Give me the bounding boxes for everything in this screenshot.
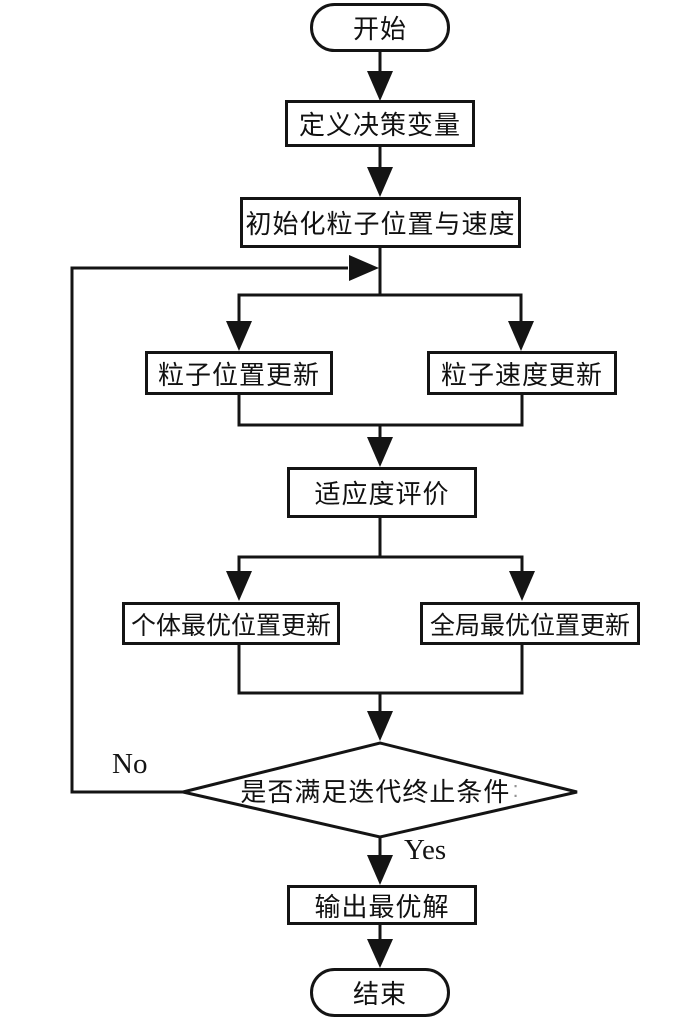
node-fitness-eval-label: 适应度评价 (314, 479, 450, 509)
node-position-update: 粒子位置更新 (145, 351, 333, 395)
node-define-vars-label: 定义决策变量 (298, 110, 461, 140)
node-output-solution-label: 输出最优解 (314, 891, 450, 922)
node-global-best-update: 全局最优位置更新 (420, 602, 640, 645)
fork-to-update-boxes (226, 293, 534, 351)
node-start: 开始 (310, 3, 450, 52)
node-personal-best-update: 个体最优位置更新 (122, 602, 340, 645)
arrow-start-to-define (367, 52, 393, 101)
node-velocity-update: 粒子速度更新 (427, 351, 617, 395)
arrow-define-to-init (367, 147, 393, 197)
node-global-best-update-label: 全局最优位置更新 (429, 611, 630, 640)
decision-text-suffix: : (512, 777, 520, 802)
arrow-decision-to-output (367, 837, 393, 885)
node-init-particles: 初始化粒子位置与速度 (240, 197, 521, 248)
node-end: 结束 (310, 968, 450, 1017)
node-velocity-update-label: 粒子速度更新 (440, 359, 603, 390)
node-define-vars: 定义决策变量 (285, 100, 475, 147)
node-end-label: 结束 (352, 979, 407, 1009)
node-position-update-label: 粒子位置更新 (157, 359, 320, 390)
edge-label-no: No (112, 748, 148, 780)
node-start-label: 开始 (352, 14, 407, 44)
fork-to-best-boxes (226, 555, 535, 601)
node-fitness-eval: 适应度评价 (287, 467, 477, 518)
decision-text: 是否满足迭代终止条件 (240, 776, 511, 807)
edge-label-yes: Yes (404, 834, 447, 866)
node-output-solution: 输出最优解 (287, 885, 477, 925)
node-personal-best-update-label: 个体最优位置更新 (130, 611, 331, 640)
merge-updates-to-fitness (237, 395, 524, 467)
merge-bests-to-decision (237, 645, 524, 741)
loop-return-connector (70, 255, 379, 794)
arrow-output-to-end (367, 925, 393, 968)
node-init-particles-label: 初始化粒子位置与速度 (245, 209, 516, 239)
node-decision-label: 是否满足迭代终止条件 : (200, 772, 560, 808)
